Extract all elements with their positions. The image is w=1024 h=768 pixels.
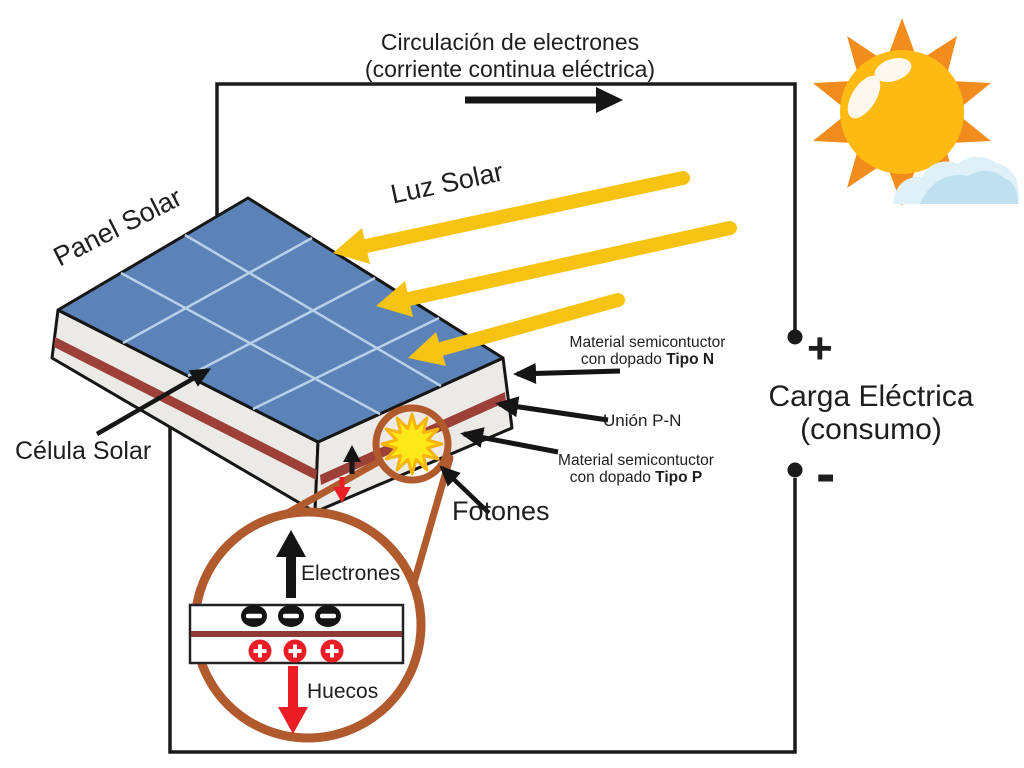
label-arrow-cell <box>95 368 212 436</box>
sun-rays <box>333 171 737 366</box>
material-type-n-bold: Tipo N <box>666 351 715 368</box>
electron-dots <box>241 605 341 627</box>
fotones-label: Fotones <box>452 496 550 526</box>
material-type-p-line2: con dopado Tipo P <box>531 469 741 486</box>
sun-icon <box>813 18 1019 206</box>
electron-up-micro-arrow <box>343 445 361 474</box>
hole-dots <box>248 639 344 663</box>
cloud-icon <box>920 170 1018 204</box>
union-pn-label: Unión P-N <box>603 411 682 430</box>
pn-stripe-left <box>54 337 317 480</box>
label-arrow-union-pn <box>495 396 609 423</box>
positive-terminal-sign: + <box>807 324 833 373</box>
circuit-wire-top <box>215 82 797 330</box>
material-type-n-line2: con dopado Tipo N <box>545 351 750 368</box>
cell-layers-box <box>188 530 405 734</box>
page-title: Circulación de electrones (corriente con… <box>260 29 760 83</box>
hole-down-micro-arrow <box>333 477 351 503</box>
magnifier-small-circle <box>372 404 452 484</box>
label-arrow-type-n <box>513 362 621 384</box>
electric-load-line2: (consumo) <box>800 413 942 446</box>
page-title-line1: Circulación de electrones <box>380 29 640 55</box>
label-arrow-type-p <box>460 427 559 455</box>
page-title-line2: (corriente continua eléctrica) <box>364 56 656 82</box>
sun-ray-3 <box>408 293 625 366</box>
material-type-p-label: Material semicontuctor con dopado Tipo P <box>531 452 741 486</box>
current-direction-arrow <box>465 87 623 113</box>
sun-gloss <box>847 58 912 119</box>
celula-solar-label: Célula Solar <box>15 437 152 465</box>
holes-arrow <box>278 666 308 734</box>
photon-starburst <box>380 412 444 476</box>
electric-load-line1: Carga Eléctrica <box>768 380 974 413</box>
negative-terminal-sign: - <box>816 441 836 506</box>
sun-ray-1 <box>333 171 690 264</box>
material-type-n-label: Material semicontuctor con dopado Tipo N <box>545 334 750 368</box>
material-type-p-bold: Tipo P <box>655 469 703 486</box>
material-type-p-line1: Material semicontuctor <box>558 452 714 469</box>
terminal-dot-negative <box>787 462 803 478</box>
circuit-wire-bottom <box>168 400 797 754</box>
electric-load-label: Carga Eléctrica (consumo) <box>750 380 992 446</box>
panel-grid <box>120 233 442 416</box>
huecos-label: Huecos <box>307 680 379 703</box>
material-type-p-prefix: con dopado <box>569 469 656 486</box>
label-arrow-photons <box>439 465 491 515</box>
sun-ray-2 <box>376 221 737 317</box>
sun-petals <box>813 18 991 206</box>
electrones-label: Electrones <box>301 562 401 585</box>
electrons-arrow <box>276 530 306 598</box>
material-type-n-line1: Material semicontuctor <box>569 334 726 351</box>
terminal-dot-positive <box>787 329 803 345</box>
material-type-n-prefix: con dopado <box>580 351 667 368</box>
